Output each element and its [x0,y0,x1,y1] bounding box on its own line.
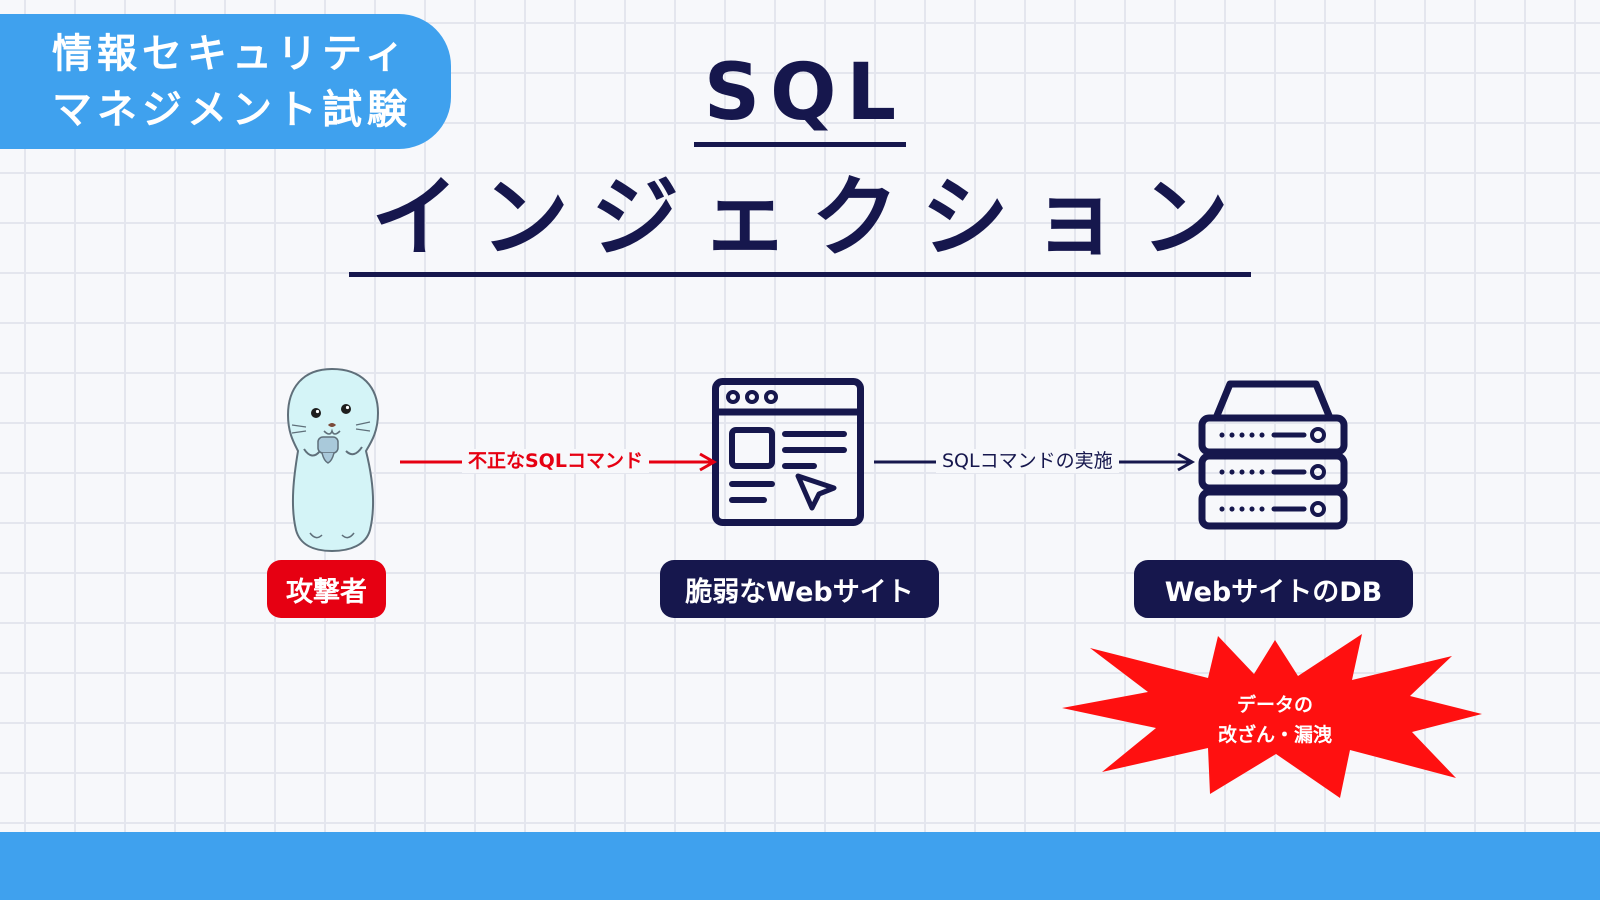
exam-badge: 情報セキュリティ マネジメント試験 [0,14,451,149]
seal-character-icon [286,367,380,553]
impact-line1: データの [1236,694,1313,716]
title-line2: インジェクション [348,168,1251,277]
title-line1-container: SQL [0,48,1600,147]
title-line2-container: インジェクション [0,168,1600,277]
attacker-label: 攻撃者 [267,560,386,618]
title-line1: SQL [693,48,907,147]
impact-line2: 改ざん・漏洩 [1217,724,1332,746]
impact-burst-shape [1062,634,1482,798]
browser-window-icon [712,378,864,526]
exam-badge-line2: マネジメント試験 [52,86,412,133]
impact-text: データの 改ざん・漏洩 [1150,690,1400,750]
exam-badge-line1: 情報セキュリティ [52,30,410,77]
database-label: WebサイトのDB [1134,560,1413,618]
server-stack-icon [1198,380,1348,530]
execute-arrow-label: SQLコマンドの実施 [936,449,1119,473]
website-label: 脆弱なWebサイト [660,560,939,618]
attack-arrow-label: 不正なSQLコマンド [462,449,649,473]
footer-band [0,832,1600,900]
